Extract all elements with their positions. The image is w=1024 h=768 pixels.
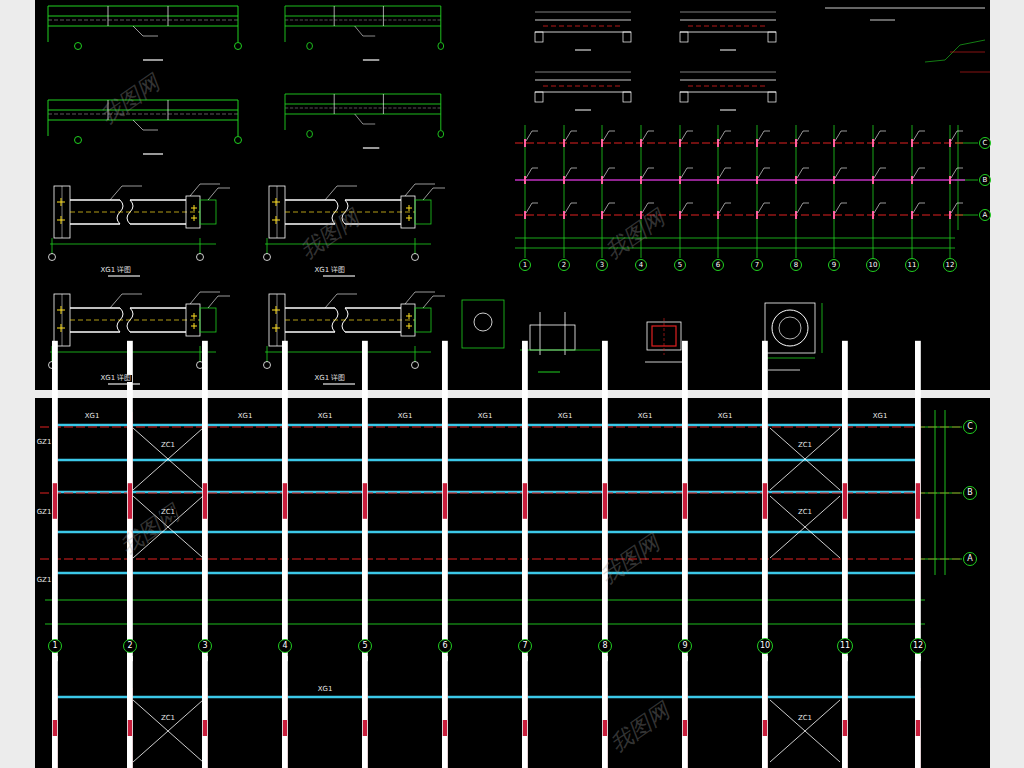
axis-bubble: C [963, 420, 977, 434]
drawing-label: XG1 详图 [314, 375, 347, 382]
axis-bubble: 6 [712, 259, 724, 271]
beam-sections [535, 8, 990, 110]
axis-number: 1 [523, 262, 527, 269]
axis-number: 5 [362, 642, 367, 650]
axis-number: 1 [52, 642, 57, 650]
axis-bubble: B [979, 174, 991, 186]
axis-bubble: 5 [358, 639, 372, 653]
drawing-label: XG1 详图 [100, 267, 133, 274]
axis-number: 6 [716, 262, 720, 269]
purlin-details [49, 184, 446, 384]
axis-number: A [983, 212, 988, 219]
axis-number: 10 [760, 642, 770, 650]
axis-number: B [967, 489, 973, 497]
axis-number: C [983, 140, 988, 147]
axis-bubble: 11 [837, 638, 853, 654]
drawing-label: XG1 详图 [100, 375, 133, 382]
axis-number: 7 [522, 642, 527, 650]
axis-number: 12 [946, 262, 955, 269]
drawing-label: XG1 [872, 413, 889, 420]
axis-number: 6 [442, 642, 447, 650]
drawing-label: XG1 [637, 413, 654, 420]
wall-elevation [53, 688, 921, 768]
axis-number: 4 [282, 642, 287, 650]
drawing-label: ZC1 [160, 715, 176, 722]
axis-bubble: B [963, 486, 977, 500]
drawing-label: XG1 [317, 413, 334, 420]
axis-number: 4 [639, 262, 643, 269]
axis-bubble: 8 [790, 259, 802, 271]
drawing-label: XG1 [477, 413, 494, 420]
beam-elevations [48, 6, 444, 154]
axis-number: 3 [202, 642, 207, 650]
axis-number: 8 [602, 642, 607, 650]
axis-bubble: 7 [751, 259, 763, 271]
axis-number: 11 [840, 642, 850, 650]
axis-bubble: 11 [905, 258, 919, 272]
drawing-label: XG1 [717, 413, 734, 420]
axis-bubble: 1 [519, 259, 531, 271]
axis-number: C [967, 423, 973, 431]
bottom-panel [35, 398, 990, 768]
axis-bubble: A [963, 552, 977, 566]
drawing-label: ZC1 [160, 442, 176, 449]
drawing-label: XG1 [317, 686, 334, 693]
drawing-label: ZC1 [160, 509, 176, 516]
axis-bubble: 6 [438, 639, 452, 653]
drawing-label: GZ1 [36, 439, 53, 446]
axis-bubble: 10 [757, 638, 773, 654]
axis-bubble: 12 [943, 258, 957, 272]
axis-bubble: 2 [558, 259, 570, 271]
axis-bubble: 4 [635, 259, 647, 271]
axis-bubble: 5 [674, 259, 686, 271]
axis-bubble: 3 [198, 639, 212, 653]
connection-details [462, 300, 822, 372]
axis-number: 7 [755, 262, 759, 269]
axis-number: 9 [682, 642, 687, 650]
axis-bubble: 4 [278, 639, 292, 653]
axis-number: 10 [869, 262, 878, 269]
axis-number: A [967, 555, 972, 563]
axis-number: 12 [913, 642, 923, 650]
axis-bubble: 1 [48, 639, 62, 653]
axis-bubble: 9 [678, 639, 692, 653]
axis-number: 5 [678, 262, 682, 269]
axis-number: 3 [600, 262, 604, 269]
drawing-label: GZ1 [36, 509, 53, 516]
axis-bubble: 10 [866, 258, 880, 272]
drawing-label: ZC1 [797, 442, 813, 449]
axis-bubble: 7 [518, 639, 532, 653]
axis-number: 11 [908, 262, 917, 269]
drawing-label: ZC1 [797, 715, 813, 722]
drawing-label: XG1 [84, 413, 101, 420]
axis-number: B [983, 177, 988, 184]
axis-number: 9 [832, 262, 836, 269]
axis-bubble: 12 [910, 638, 926, 654]
drawing-label: XG1 [557, 413, 574, 420]
axis-number: 2 [562, 262, 566, 269]
drawing-label: ZC1 [797, 509, 813, 516]
column-grid-plan [515, 125, 978, 258]
roof-plan [40, 410, 962, 637]
axis-bubble: 3 [596, 259, 608, 271]
axis-bubble: 8 [598, 639, 612, 653]
axis-bubble: C [979, 137, 991, 149]
axis-number: 2 [127, 642, 132, 650]
axis-number: 8 [794, 262, 798, 269]
axis-bubble: A [979, 209, 991, 221]
top-panel [35, 0, 990, 390]
axis-bubble: 2 [123, 639, 137, 653]
drawing-label: GZ1 [36, 577, 53, 584]
axis-bubble: 9 [828, 259, 840, 271]
drawing-label: XG1 详图 [314, 267, 347, 274]
drawing-label: XG1 [397, 413, 414, 420]
drawing-label: XG1 [237, 413, 254, 420]
